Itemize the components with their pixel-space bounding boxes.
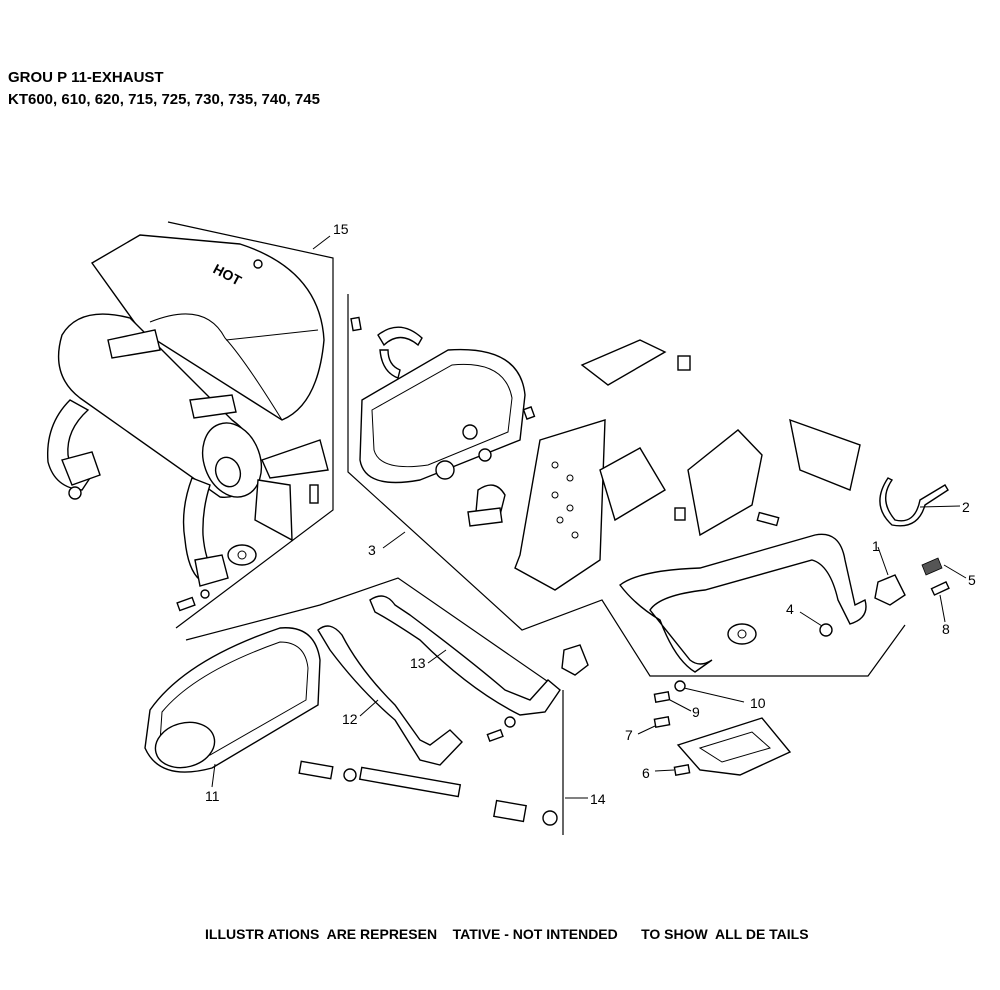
leader-lines [211,235,967,799]
washer-10 [674,680,686,692]
heat-shield [90,234,325,421]
bolt-9 [653,691,671,703]
muffler-bracket [254,479,293,542]
bolt-7 [653,716,671,728]
callout-4: 4 [786,601,794,617]
hardware-group [653,680,792,776]
callout-labels: 1 2 3 4 5 6 7 8 9 10 11 12 13 14 15 [205,221,976,807]
mounting-plate [514,419,606,591]
bracket-plate [676,717,792,776]
stud-8 [930,580,950,596]
callout-8: 8 [942,621,950,637]
callout-5: 5 [968,572,976,588]
disclaimer-text: ILLUSTR ATIONS ARE REPRESEN TATIVE - NOT… [205,926,809,942]
muffler-inlet-pipe-left [46,399,92,491]
muffler-assembly-11 [144,595,589,826]
nut-4 [819,623,833,637]
pipe-12 [317,625,463,766]
muffler-assembly-3 [350,316,950,673]
callout-15: 15 [333,221,349,237]
callout-11: 11 [205,788,220,804]
callout-9: 9 [692,704,700,720]
gasket-1 [874,574,906,606]
callout-13: 13 [410,655,426,671]
group-15-outline [167,221,334,629]
stud-5 [921,557,943,576]
group-title: GROU P 11-EXHAUST [8,69,164,86]
model-list: KT600, 610, 620, 715, 725, 730, 735, 740… [8,91,320,108]
shield-bolt [253,259,263,269]
callout-10: 10 [750,695,766,711]
callout-1: 1 [872,538,880,554]
connector-tube [358,766,462,798]
callout-3: 3 [368,542,376,558]
pipe-13 [369,595,561,716]
group-3-outline [347,294,906,677]
callout-7: 7 [625,727,633,743]
rear-shield [789,418,861,491]
upper-bracket [580,339,667,386]
group-11-outline [185,577,564,835]
bolt-6 [673,764,691,776]
callout-2: 2 [962,499,970,515]
callout-6: 6 [642,765,650,781]
exhaust-pipe [619,533,867,673]
callout-12: 12 [342,711,358,727]
tie-strap-2 [879,477,949,527]
muffler-assembly-15: HOT [46,234,329,612]
side-shield [687,429,763,537]
callout-14: 14 [590,791,606,807]
